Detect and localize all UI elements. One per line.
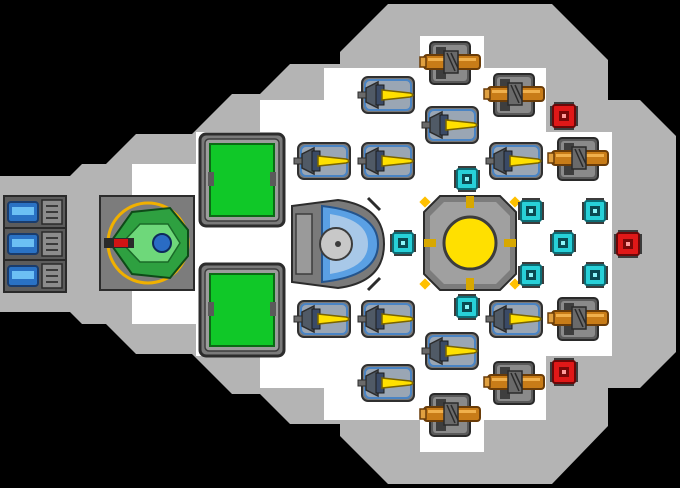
- thruster-bottom: [3, 259, 67, 293]
- cyan-module: [453, 293, 481, 321]
- reactor-core-icon: [419, 195, 521, 291]
- red-module: [613, 229, 643, 259]
- laser-turret: [293, 142, 351, 180]
- cannon-turret: [483, 361, 545, 405]
- cyan-module: [453, 165, 481, 193]
- shield-dome-icon: [291, 196, 386, 292]
- laser-turret: [485, 300, 543, 338]
- storage-crate-bottom: [198, 262, 286, 358]
- cannon-turret: [483, 73, 545, 117]
- cannon-turret: [547, 297, 609, 341]
- red-module: [549, 357, 579, 387]
- cyan-module: [581, 197, 609, 225]
- cockpit-icon: [99, 195, 195, 291]
- thruster-middle: [3, 227, 67, 261]
- laser-turret: [357, 76, 415, 114]
- cyan-module: [517, 261, 545, 289]
- cyan-module: [389, 229, 417, 257]
- cannon-turret: [419, 393, 481, 437]
- storage-crate-top: [198, 132, 286, 228]
- cannon-turret: [419, 41, 481, 85]
- laser-turret: [357, 142, 415, 180]
- thruster-top: [3, 195, 67, 229]
- laser-turret: [485, 142, 543, 180]
- laser-turret: [293, 300, 351, 338]
- laser-turret: [421, 332, 479, 370]
- laser-turret: [357, 364, 415, 402]
- cyan-module: [581, 261, 609, 289]
- red-module: [549, 101, 579, 131]
- cyan-module: [517, 197, 545, 225]
- cyan-module: [549, 229, 577, 257]
- laser-turret: [357, 300, 415, 338]
- laser-turret: [421, 106, 479, 144]
- cannon-turret: [547, 137, 609, 181]
